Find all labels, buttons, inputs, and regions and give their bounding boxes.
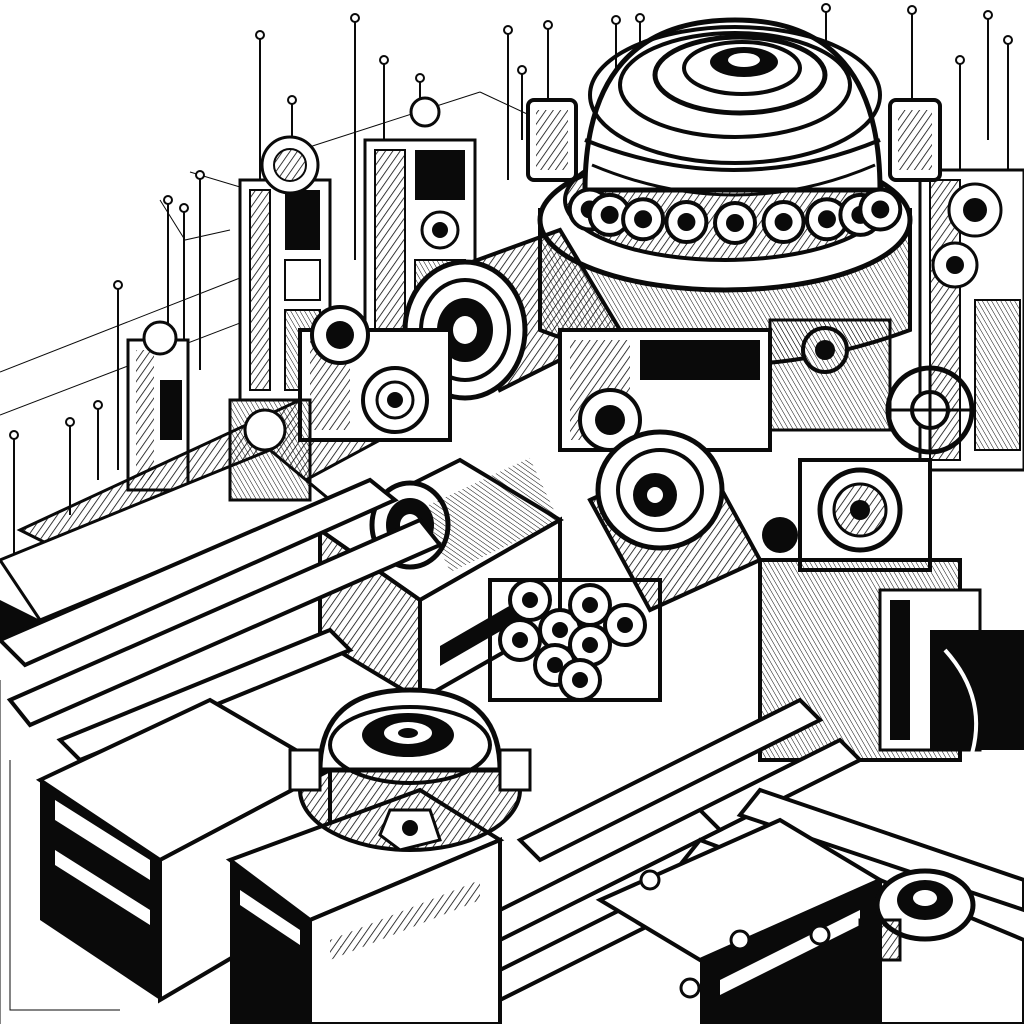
pipe-caps bbox=[639, 869, 831, 999]
antenna-tip bbox=[65, 417, 75, 427]
pipe-cap bbox=[809, 924, 831, 946]
dome-port-core bbox=[677, 213, 696, 232]
antenna-tip bbox=[113, 280, 123, 290]
antenna-tip bbox=[635, 13, 645, 23]
antenna-tip bbox=[379, 55, 389, 65]
roller-hub bbox=[572, 672, 588, 688]
dome-port-ring bbox=[567, 187, 903, 245]
center-motor bbox=[587, 429, 763, 613]
antenna-tip bbox=[287, 95, 297, 105]
dome-port-core bbox=[600, 205, 619, 224]
dome-port-core bbox=[634, 210, 653, 229]
dome-port-core bbox=[817, 210, 836, 229]
pipe-cap bbox=[729, 929, 751, 951]
antenna-tip bbox=[255, 30, 265, 40]
gyro-wheel bbox=[885, 365, 975, 455]
antenna-tip bbox=[611, 15, 621, 25]
antenna-tip bbox=[955, 55, 965, 65]
antenna-tip bbox=[350, 13, 360, 23]
roller-hub bbox=[582, 597, 598, 613]
roller-hub bbox=[617, 617, 633, 633]
antenna-tip bbox=[821, 3, 831, 13]
antenna-tip bbox=[9, 430, 19, 440]
antenna-tip bbox=[93, 400, 103, 410]
antenna-tip bbox=[517, 65, 527, 75]
antenna-tip bbox=[983, 10, 993, 20]
roller-hub bbox=[522, 592, 538, 608]
foreground-dome-hub bbox=[288, 687, 532, 852]
roller-hub bbox=[512, 632, 528, 648]
antenna-tip bbox=[907, 5, 917, 15]
roller-cluster bbox=[488, 578, 662, 702]
antenna-tip bbox=[543, 20, 553, 30]
antenna-tip bbox=[1003, 35, 1013, 45]
antenna-tip bbox=[179, 203, 189, 213]
tower-left-back bbox=[238, 135, 332, 402]
antenna-tip bbox=[503, 25, 513, 35]
antenna-tip bbox=[195, 170, 205, 180]
roller-hub bbox=[547, 657, 563, 673]
mid-left-gear-cluster bbox=[228, 305, 452, 502]
gear-housing-row bbox=[558, 318, 892, 452]
dome-port-core bbox=[774, 213, 793, 232]
pipe-cap bbox=[679, 977, 701, 999]
valve-unit bbox=[858, 868, 976, 962]
antenna-tip bbox=[415, 73, 425, 83]
antenna-tip bbox=[163, 195, 173, 205]
roller-hub bbox=[582, 637, 598, 653]
roller-frame bbox=[488, 578, 662, 702]
roller-hub bbox=[552, 622, 568, 638]
foreground-slabs bbox=[35, 697, 1024, 1024]
pipe-cap bbox=[639, 869, 661, 891]
dome-port-core bbox=[726, 214, 744, 232]
dome-port-core bbox=[871, 200, 890, 219]
